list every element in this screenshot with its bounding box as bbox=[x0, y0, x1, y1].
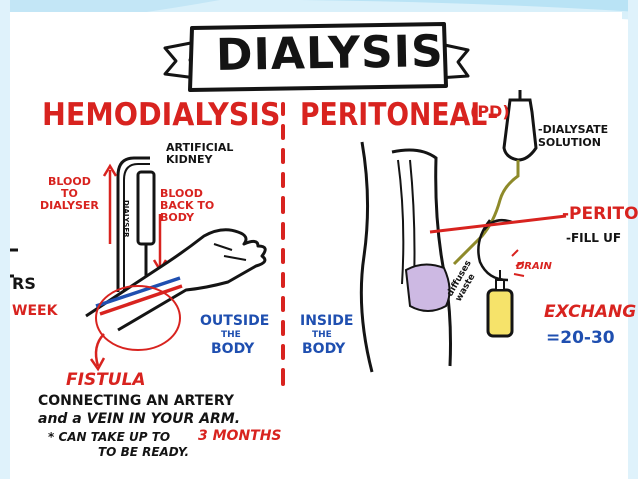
vein-line bbox=[95, 276, 181, 308]
body-outline-left bbox=[359, 141, 374, 373]
outside-line-2: THE bbox=[221, 330, 241, 340]
fistula-label: FISTULA bbox=[66, 370, 146, 390]
fill-up-label: -FILL UF bbox=[566, 231, 622, 245]
fill-line bbox=[429, 214, 567, 234]
pd-abbreviation: (PD) bbox=[470, 102, 510, 121]
inside-line-1: INSIDE bbox=[300, 313, 354, 329]
fill-tube bbox=[452, 160, 520, 266]
page-title: DIALYSIS bbox=[215, 26, 445, 81]
inside-line-3: BODY bbox=[302, 341, 346, 357]
title-banner bbox=[163, 22, 470, 92]
peritoneal-cavity bbox=[404, 263, 451, 312]
perito-label: -PERITO bbox=[562, 204, 638, 224]
peritoneal-illustration bbox=[359, 90, 567, 373]
left-edge bbox=[0, 0, 10, 479]
outside-line-3: BODY bbox=[211, 341, 255, 357]
inside-line-2: THE bbox=[312, 330, 332, 340]
can-take-line-2: TO BE READY. bbox=[98, 445, 190, 459]
dialyser-text: DIALYSER bbox=[122, 200, 130, 238]
hemodialysis-illustration bbox=[85, 156, 267, 372]
connecting-line-2: and a VEIN IN YOUR ARM. bbox=[38, 411, 241, 427]
fistula-circle bbox=[95, 285, 181, 351]
exchange-value: =20-30 bbox=[546, 328, 615, 348]
edge-rs-label: RS bbox=[12, 274, 36, 293]
right-edge bbox=[628, 0, 638, 479]
connecting-line-1: CONNECTING AN ARTERY bbox=[38, 393, 234, 409]
artery-line bbox=[99, 284, 183, 316]
top-right-swoosh bbox=[300, 0, 638, 12]
left-edge-marks bbox=[10, 248, 18, 278]
outside-line-1: OUTSIDE bbox=[200, 313, 270, 329]
exchange-label: EXCHANG bbox=[544, 302, 637, 322]
drain-bottle bbox=[486, 288, 514, 338]
blood-to-dialyser-label: BLOOD TO DIALYSER bbox=[40, 175, 99, 213]
artificial-kidney-label: ARTIFICIAL KIDNEY bbox=[166, 141, 234, 167]
dialyser-cylinder bbox=[136, 170, 156, 246]
can-take-prefix: * CAN TAKE UP TO bbox=[48, 430, 171, 444]
hemodialysis-heading: HEMODIALYSIS bbox=[42, 97, 281, 133]
can-take-highlight: 3 MONTHS bbox=[198, 428, 282, 444]
peritoneal-heading: PERITONEAL- bbox=[300, 97, 499, 133]
body-outline-right bbox=[391, 148, 452, 367]
dialysate-solution-label: -DIALYSATE SOLUTION bbox=[538, 123, 609, 149]
blood-back-label: BLOOD BACK TO BODY bbox=[160, 187, 215, 225]
dialysate-bag bbox=[502, 98, 538, 162]
drain-label: DRAIN bbox=[516, 261, 552, 272]
edge-week-label: WEEK bbox=[12, 303, 58, 319]
